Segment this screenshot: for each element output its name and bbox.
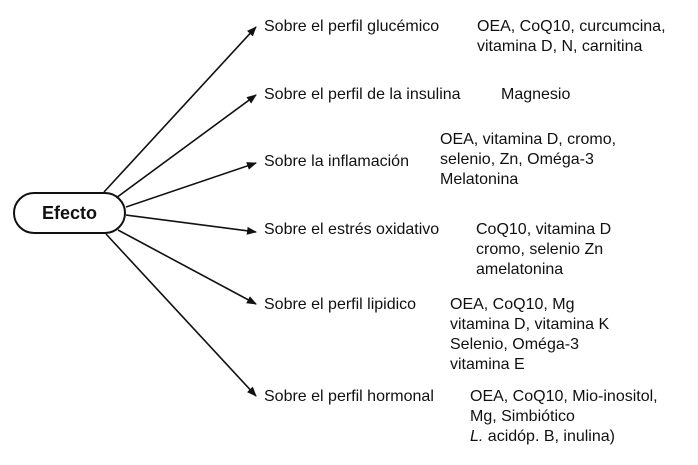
branch-label-inflamacion: Sobre la inflamación (264, 153, 409, 170)
branch-label-lipidico: Sobre el perfil lipidico (264, 296, 417, 313)
item-line-with-italic: L. acidóp. B, inulina) (470, 427, 658, 447)
item-line: vitamina D, N, carnitina (477, 38, 643, 55)
item-line: vitamina E (450, 356, 525, 373)
branch-items-estres: CoQ10, vitamina D cromo, selenio Zn amel… (476, 220, 611, 280)
item-line: OEA, CoQ10, curcumcina, (477, 18, 666, 35)
branch-label-insulina: Sobre el perfil de la insulina (264, 86, 461, 103)
arrow-lipidico (117, 229, 257, 305)
branch-items-glucemico: OEA, CoQ10, curcumcina, vitamina D, N, c… (477, 17, 666, 57)
branch-items-lipidico: OEA, CoQ10, Mg vitamina D, vitamina K Se… (450, 295, 609, 375)
branch-items-insulina: Magnesio (501, 85, 570, 105)
item-line: Mg, Simbiótico (470, 408, 575, 425)
item-line: vitamina D, vitamina K (450, 316, 610, 333)
branch-label-glucemico: Sobre el perfil glucémico (264, 18, 440, 35)
italic-prefix: L. (470, 428, 484, 445)
arrow-insulina (115, 94, 257, 199)
item-line: CoQ10, vitamina D (476, 221, 612, 238)
arrow-glucemico (103, 26, 257, 193)
item-text: acidóp. B, inulina) (487, 428, 615, 445)
branch-items-hormonal: OEA, CoQ10, Mio-inositol, Mg, Simbiótico… (470, 387, 658, 447)
arrow-hormonal (105, 233, 257, 397)
arrow-estres (125, 214, 257, 235)
item-line: OEA, CoQ10, Mg (450, 296, 575, 313)
item-line: selenio, Zn, Oméga-3 (440, 151, 594, 168)
item-line: OEA, CoQ10, Mio-inositol, (470, 388, 658, 405)
arrow-inflamacion (125, 162, 257, 208)
item-line: amelatonina (476, 261, 564, 278)
item-line: Magnesio (501, 86, 571, 103)
item-line: Selenio, Oméga-3 (450, 336, 579, 353)
branch-label-estres: Sobre el estrés oxidativo (264, 221, 440, 238)
item-line: Melatonina (440, 171, 519, 188)
item-line: cromo, selenio Zn (476, 241, 604, 258)
branch-label-hormonal: Sobre el perfil hormonal (264, 388, 434, 405)
root-label: Efecto (41, 202, 97, 223)
item-line: OEA, vitamina D, cromo, (440, 131, 617, 148)
root-node-efecto: Efecto (13, 192, 126, 234)
branch-items-inflamacion: OEA, vitamina D, cromo, selenio, Zn, Omé… (440, 130, 616, 190)
